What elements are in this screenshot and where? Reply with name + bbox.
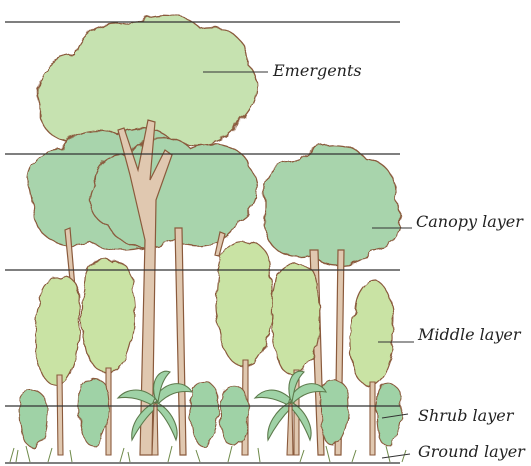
middle-tree-1 <box>35 277 80 385</box>
canopy-trunk-2 <box>175 228 186 455</box>
middle-tree-3 <box>216 241 272 366</box>
palm-2 <box>255 371 326 455</box>
ground-grass <box>10 446 406 462</box>
label-ground-layer: Ground layer <box>418 443 525 461</box>
middle-trunk-1 <box>57 375 63 455</box>
label-middle-layer: Middle layer <box>418 326 520 344</box>
shrub-3 <box>191 382 219 446</box>
middle-tree-2 <box>81 260 134 373</box>
middle-tree-5 <box>350 280 393 386</box>
label-emergents: Emergents <box>273 62 362 80</box>
shrub-1 <box>20 391 48 448</box>
label-canopy-layer: Canopy layer <box>416 213 523 231</box>
shrub-2 <box>79 378 109 446</box>
shrub-6 <box>376 384 401 446</box>
label-shrub-layer: Shrub layer <box>418 407 513 425</box>
middle-tree-4 <box>271 264 319 375</box>
canopy-crown-right <box>264 145 400 265</box>
ground-leader <box>382 454 410 458</box>
middle-trunk-5 <box>370 382 375 455</box>
